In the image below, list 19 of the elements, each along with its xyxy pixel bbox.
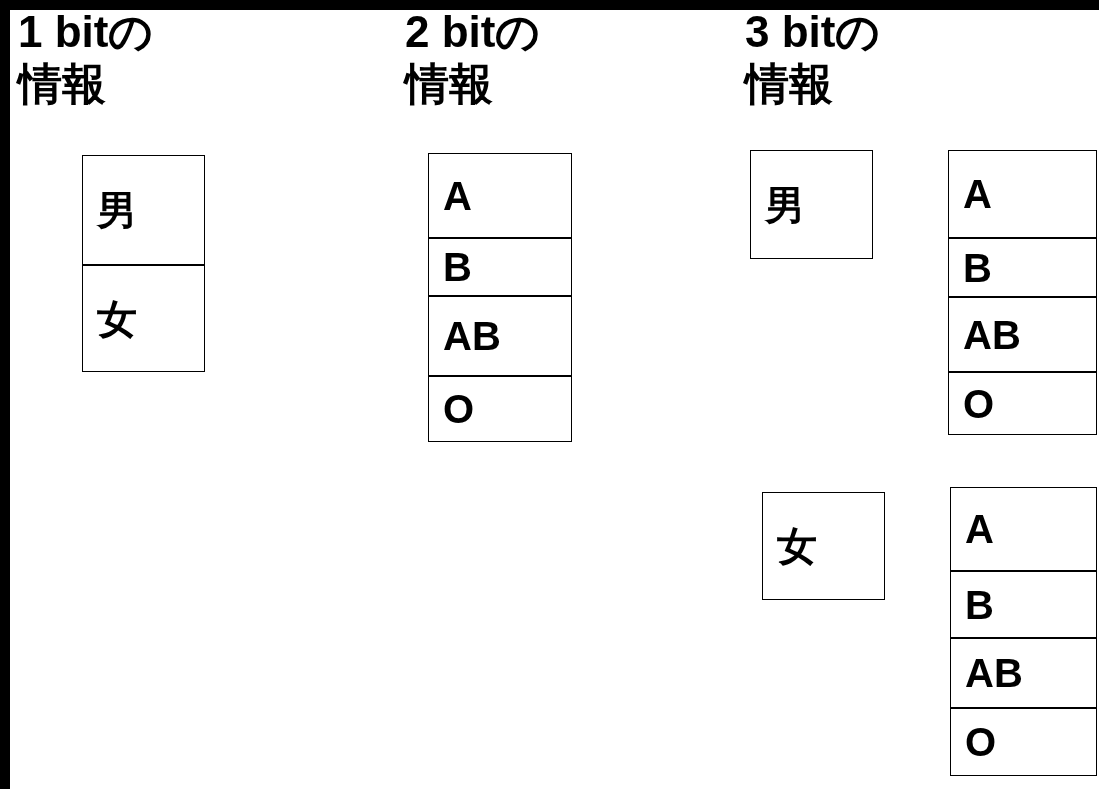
table-cell: 女 [82, 265, 205, 372]
table-cell: A [948, 150, 1097, 238]
table-cell: O [428, 376, 572, 442]
table-cell: AB [948, 297, 1097, 372]
table-cell: AB [950, 638, 1097, 708]
table-cell: B [950, 571, 1097, 638]
table-cell: A [428, 153, 572, 238]
table-cell: O [948, 372, 1097, 435]
table-cell: AB [428, 296, 572, 376]
heading: 1 bitの情報 [18, 6, 155, 110]
table-cell: 男 [82, 155, 205, 265]
heading: 3 bitの情報 [745, 6, 882, 110]
heading: 2 bitの情報 [405, 6, 542, 110]
table-cell: A [950, 487, 1097, 571]
table-cell: B [428, 238, 572, 296]
table-cell: O [950, 708, 1097, 776]
table-cell: 男 [750, 150, 873, 259]
table-cell: 女 [762, 492, 885, 600]
table-cell: B [948, 238, 1097, 297]
